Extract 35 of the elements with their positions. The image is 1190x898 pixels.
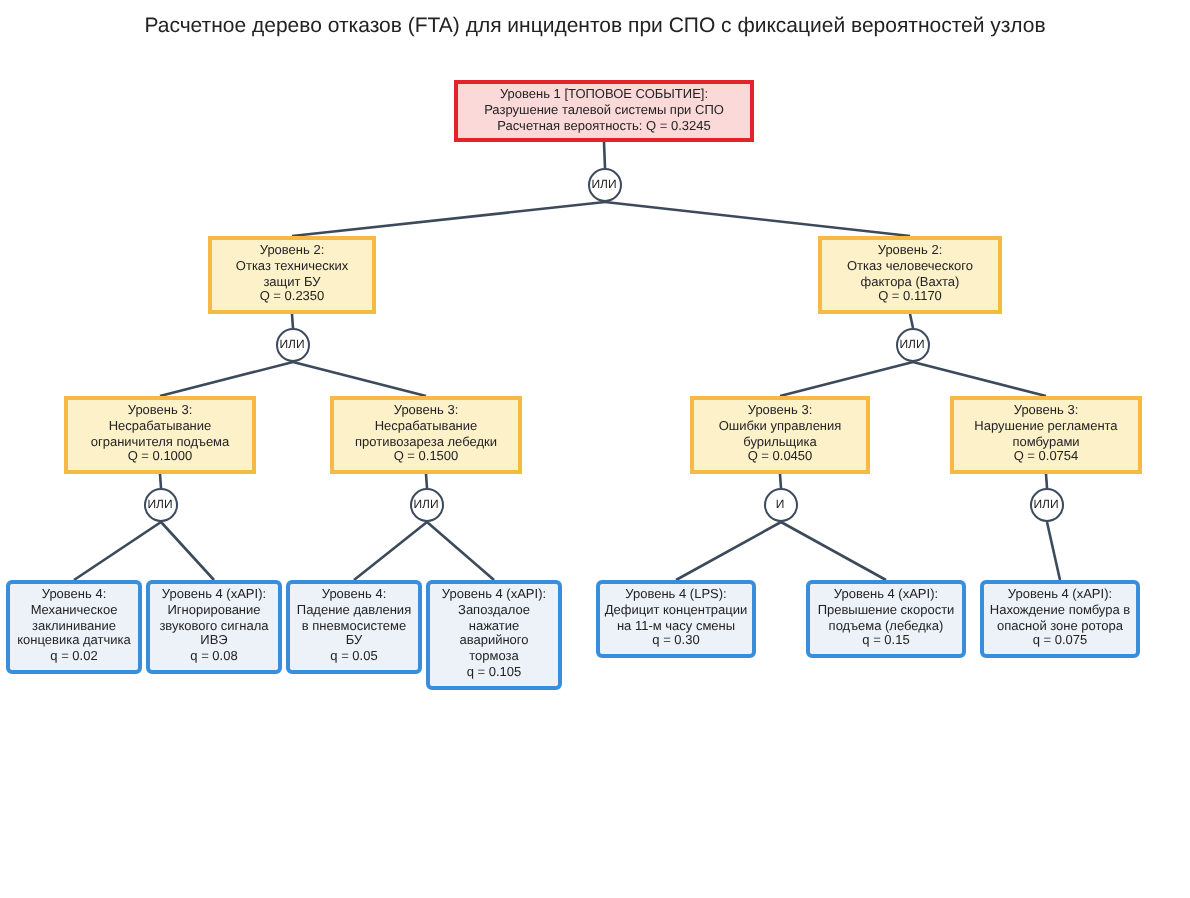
- connector-line: [778, 473, 783, 489]
- basic-event-box: [806, 580, 966, 659]
- connector-line: [908, 313, 915, 329]
- connector-line: [780, 520, 887, 582]
- basic-event-box: [596, 580, 756, 659]
- connector-line: [912, 360, 1047, 398]
- connector-line: [424, 473, 429, 489]
- connector-line: [426, 521, 495, 581]
- connector-line: [290, 313, 295, 329]
- connector-line: [675, 520, 782, 582]
- connector-line: [159, 360, 294, 398]
- diagram-title: Расчетное дерево отказов (FTA) для инцидентов при СПО с фиксацией вероятностей узлов: [142, 12, 1048, 42]
- basic-event-box: [426, 580, 562, 690]
- event-box: [64, 396, 256, 475]
- basic-event-box: [6, 580, 142, 674]
- connector-line: [353, 521, 428, 581]
- top-event-box: [454, 80, 754, 143]
- event-box: [950, 396, 1142, 475]
- connector-line: [602, 141, 607, 169]
- connector-line: [292, 360, 427, 398]
- connector-line: [604, 200, 911, 238]
- connector-line: [158, 473, 163, 489]
- basic-event-box: [286, 580, 422, 674]
- event-box: [818, 236, 1002, 315]
- event-box: [330, 396, 522, 475]
- connector-line: [291, 200, 606, 238]
- connector-line: [1045, 521, 1062, 581]
- basic-event-box: [146, 580, 282, 674]
- connector-line: [779, 360, 914, 398]
- event-box: [690, 396, 870, 475]
- connector-line: [73, 520, 162, 582]
- connector-line: [1044, 473, 1049, 489]
- event-box: [208, 236, 376, 315]
- basic-event-box: [980, 580, 1140, 659]
- connector-line: [160, 521, 215, 581]
